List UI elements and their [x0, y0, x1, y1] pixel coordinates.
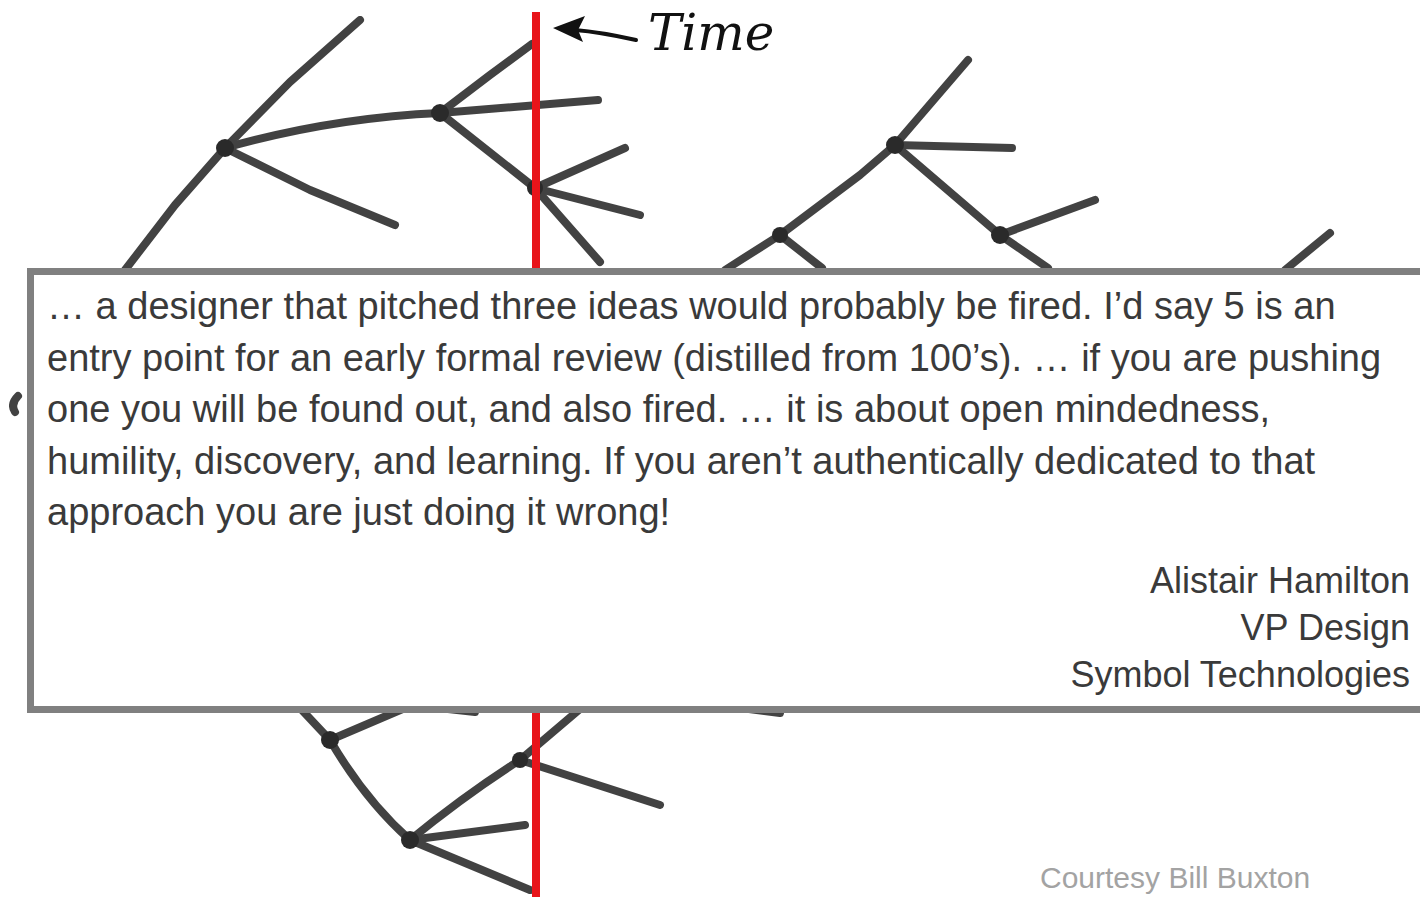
attribution-line: Symbol Technologies [47, 651, 1410, 698]
credit-label: Courtesy Bill Buxton [1040, 861, 1310, 895]
time-arrow [553, 16, 636, 42]
time-label: Time [648, 4, 774, 62]
quote-box: … a designer that pitched three ideas wo… [27, 268, 1420, 713]
attribution-line: VP Design [47, 604, 1410, 651]
quote-text: … a designer that pitched three ideas wo… [47, 281, 1410, 539]
attribution-line: Alistair Hamilton [47, 557, 1410, 604]
